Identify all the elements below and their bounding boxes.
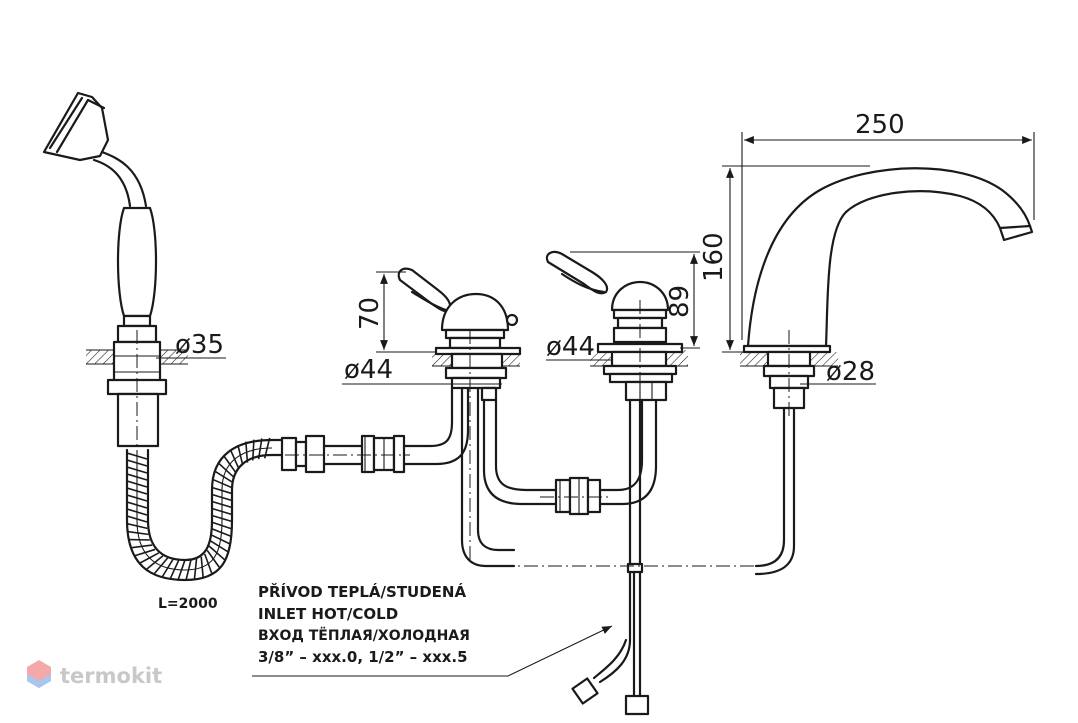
watermark: termokit (27, 660, 162, 688)
right-valve (545, 250, 688, 716)
hose-coil-mark (126, 515, 148, 523)
dim-left-valve-diameter-label: ø44 (344, 355, 393, 385)
dim-left-handle-height: 70 (355, 271, 436, 353)
hose-coil-mark (126, 501, 148, 509)
hose-coil-mark (237, 444, 244, 466)
hose-coil-mark (126, 487, 148, 495)
dim-shower-diameter-label: ø35 (175, 330, 224, 360)
hose-length-label: L=2000 (158, 596, 218, 612)
hose-coil-mark (169, 559, 180, 580)
hose-coil-mark (126, 459, 148, 467)
hand-shower (42, 91, 188, 450)
hose-coil-mark (126, 452, 148, 460)
inlet-note-line-cz: PŘÍVOD TEPLÁ/STUDENÁ (258, 582, 466, 601)
hose-coil-mark (211, 493, 233, 502)
inlet-note-line-ru: ВХОД ТЁПЛАЯ/ХОЛОДНАЯ (258, 627, 470, 644)
inlet-note: PŘÍVOD TEPLÁ/STUDENÁ INLET HOT/COLD ВХОД… (252, 582, 613, 677)
dim-spout-width: 250 (741, 110, 1035, 340)
dim-spout-diameter: ø28 (800, 357, 876, 387)
inlet-note-line-sizes: 3/8” – xxx.0, 1/2” – xxx.5 (258, 648, 468, 666)
hose-coil-mark (139, 552, 160, 564)
hose-coil-mark (211, 521, 233, 530)
hose-coil-mark (211, 500, 233, 509)
dim-right-handle-height-label: 89 (665, 285, 695, 318)
hose-coil-mark (126, 508, 148, 516)
dim-left-valve-diameter: ø44 (342, 355, 502, 385)
hose-coil-mark (126, 480, 148, 488)
hose-coil-mark (223, 455, 237, 474)
hose-coil-mark (204, 553, 213, 574)
hose-coil-mark (210, 534, 231, 545)
spout (740, 167, 1034, 576)
hose-coil-mark (214, 470, 233, 483)
termokit-logo-icon (27, 660, 51, 688)
hose-coil-mark (127, 530, 149, 536)
hose-coil-mark (209, 540, 229, 553)
hose-coil-mark (126, 466, 148, 474)
dim-right-valve-diameter: ø44 (546, 332, 612, 362)
dim-shower-diameter: ø35 (156, 330, 226, 360)
inlet-note-line-en: INLET HOT/COLD (258, 605, 398, 623)
hose-coil-mark (146, 555, 164, 570)
hose-coil-mark (193, 558, 198, 580)
hose-coil-mark (257, 438, 263, 460)
hose-coil-mark (211, 486, 233, 495)
watermark-text: termokit (60, 664, 162, 688)
hose-coil-mark (251, 439, 255, 461)
hose-coil-mark (211, 527, 232, 538)
shower-hose: L=2000 (125, 437, 292, 612)
bridge-connector (540, 398, 658, 516)
hose-coil-mark (245, 441, 249, 463)
hose-coil-mark (206, 549, 220, 568)
hose-connector (280, 434, 410, 474)
hose-coil-mark (177, 559, 186, 581)
dim-spout-height-label: 160 (699, 232, 729, 282)
hose-coil-mark (126, 473, 148, 481)
hose-coil-mark (153, 557, 169, 575)
hose-coil-mark (131, 544, 153, 549)
hose-coil-mark (229, 449, 240, 469)
dim-right-valve-diameter-label: ø44 (546, 332, 595, 362)
hose-coil-mark (263, 437, 271, 459)
hose-coil-mark (217, 462, 235, 478)
hose-coil-mark (211, 507, 233, 516)
hose-coil-mark (185, 559, 192, 581)
hose-coil-mark (126, 522, 148, 530)
dim-spout-diameter-label: ø28 (826, 357, 875, 387)
hose-coil-mark (200, 556, 204, 578)
left-valve (397, 267, 558, 568)
hose-coil-mark (208, 545, 226, 561)
hose-coil-mark (161, 558, 174, 578)
dim-right-handle-height: 89 (570, 251, 700, 349)
dim-left-handle-height-label: 70 (355, 297, 385, 330)
hose-coil-mark (126, 494, 148, 502)
hose-coil-mark (212, 478, 233, 489)
dim-spout-width-label: 250 (855, 110, 905, 140)
hose-coil-mark (134, 548, 156, 557)
hose-coil-mark (211, 514, 233, 523)
diverter-pipe (402, 386, 470, 466)
dim-spout-height: 160 (699, 165, 870, 353)
